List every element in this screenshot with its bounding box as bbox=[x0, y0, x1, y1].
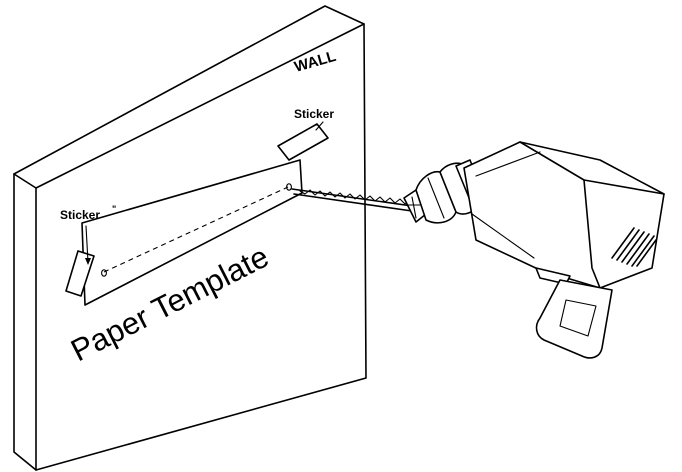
drill-bit bbox=[291, 188, 413, 212]
sticker-left-mark: " bbox=[112, 204, 116, 214]
sticker-left-label: Sticker bbox=[60, 208, 100, 222]
power-drill bbox=[403, 141, 665, 359]
hole-right bbox=[286, 183, 292, 191]
dashed-guide-line bbox=[103, 186, 289, 273]
vent-slots bbox=[611, 227, 657, 267]
sticker-right-label: Sticker bbox=[294, 107, 334, 121]
pointer-right bbox=[315, 121, 324, 131]
sticker-right bbox=[277, 123, 329, 161]
hole-left bbox=[101, 269, 107, 277]
pointer-left bbox=[85, 225, 89, 263]
